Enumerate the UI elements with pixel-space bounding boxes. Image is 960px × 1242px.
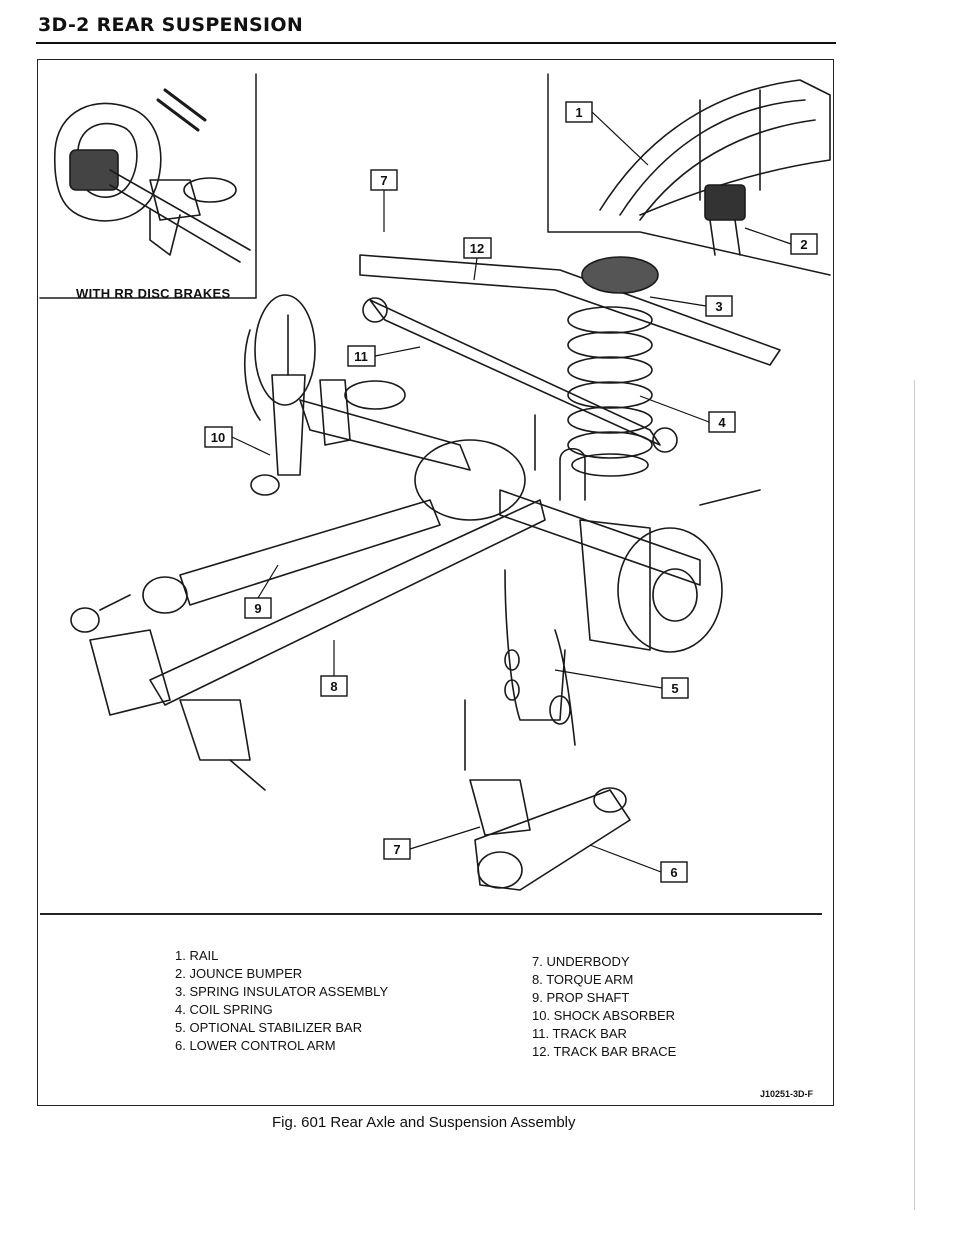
callout-3: 3 [705,295,733,317]
legend-item: 5. OPTIONAL STABILIZER BAR [175,1020,363,1035]
legend-left: 1. RAIL 2. JOUNCE BUMPER 3. SPRING INSUL… [175,947,388,1055]
callout-10-label: 10 [211,430,225,445]
page-title: 3D-2 REAR SUSPENSION [38,14,304,36]
legend-item: 2. JOUNCE BUMPER [175,966,303,981]
callout-6: 6 [660,861,688,883]
track-bar [369,299,661,446]
callout-11: 11 [347,345,376,367]
callout-leaders [231,111,792,873]
body-inset-border [547,73,831,276]
disc-brake-illustration [53,88,251,263]
callout-6-label: 6 [670,865,677,880]
legend-item: 3. SPRING INSULATOR ASSEMBLY [175,984,389,999]
legend-item: 10. SHOCK ABSORBER [532,1008,676,1023]
callout-8: 8 [320,675,348,697]
callout-1-label: 1 [575,105,582,120]
inset-border [39,73,257,299]
inset-label: WITH RR DISC BRAKES [76,286,231,301]
callout-4: 4 [708,411,736,433]
legend-item: 9. PROP SHAFT [532,990,630,1005]
lower-control-arm-illustration [469,779,631,891]
page-margin-line [914,380,915,1210]
callout-2-label: 2 [800,237,807,252]
callout-12: 12 [463,237,492,259]
axle-illustration [299,379,701,586]
track-bar-brace [359,254,781,366]
callout-boxes: 1 2 3 4 5 6 7 7 8 9 10 11 12 [204,101,818,883]
figure-caption: Fig. 601 Rear Axle and Suspension Assemb… [272,1114,576,1131]
legend-divider [40,913,822,915]
shock-absorber-illustration [244,294,316,496]
callout-8-label: 8 [330,679,337,694]
legend-item: 4. COIL SPRING [175,1002,273,1017]
u-bolt [559,447,586,501]
legend-item: 1. RAIL [175,948,219,963]
coil-spring-illustration [567,256,659,477]
legend-item: 8. TORQUE ARM [532,972,634,987]
stabilizer-bar-illustration [464,569,576,771]
callout-5-label: 5 [671,681,678,696]
callout-9: 9 [244,597,272,619]
prop-shaft-illustration [70,499,441,633]
callout-7-bottom: 7 [383,838,411,860]
figure-code: J10251-3D-F [760,1089,814,1099]
callout-2: 2 [790,233,818,255]
callout-7-top: 7 [370,169,398,191]
torque-arm-illustration [89,499,546,791]
legend-right: 7. UNDERBODY 8. TORQUE ARM 9. PROP SHAFT… [532,953,676,1061]
callout-4-label: 4 [718,415,726,430]
callout-5: 5 [661,677,689,699]
figure-frame [37,59,834,1106]
callout-1: 1 [565,101,593,123]
legend-item: 11. TRACK BAR [532,1026,627,1041]
legend-item: 6. LOWER CONTROL ARM [175,1038,336,1053]
callout-11-label: 11 [354,349,368,364]
callout-9-label: 9 [254,601,261,616]
callout-7-bottom-label: 7 [393,842,400,857]
legend-item: 12. TRACK BAR BRACE [532,1044,677,1059]
header-rule [36,42,836,44]
rail-illustration [599,79,831,256]
callout-10: 10 [204,426,233,448]
callout-12-label: 12 [470,241,484,256]
brake-drum-illustration [579,489,761,653]
legend-item: 7. UNDERBODY [532,954,630,969]
callout-3-label: 3 [715,299,722,314]
callout-7-top-label: 7 [380,173,387,188]
